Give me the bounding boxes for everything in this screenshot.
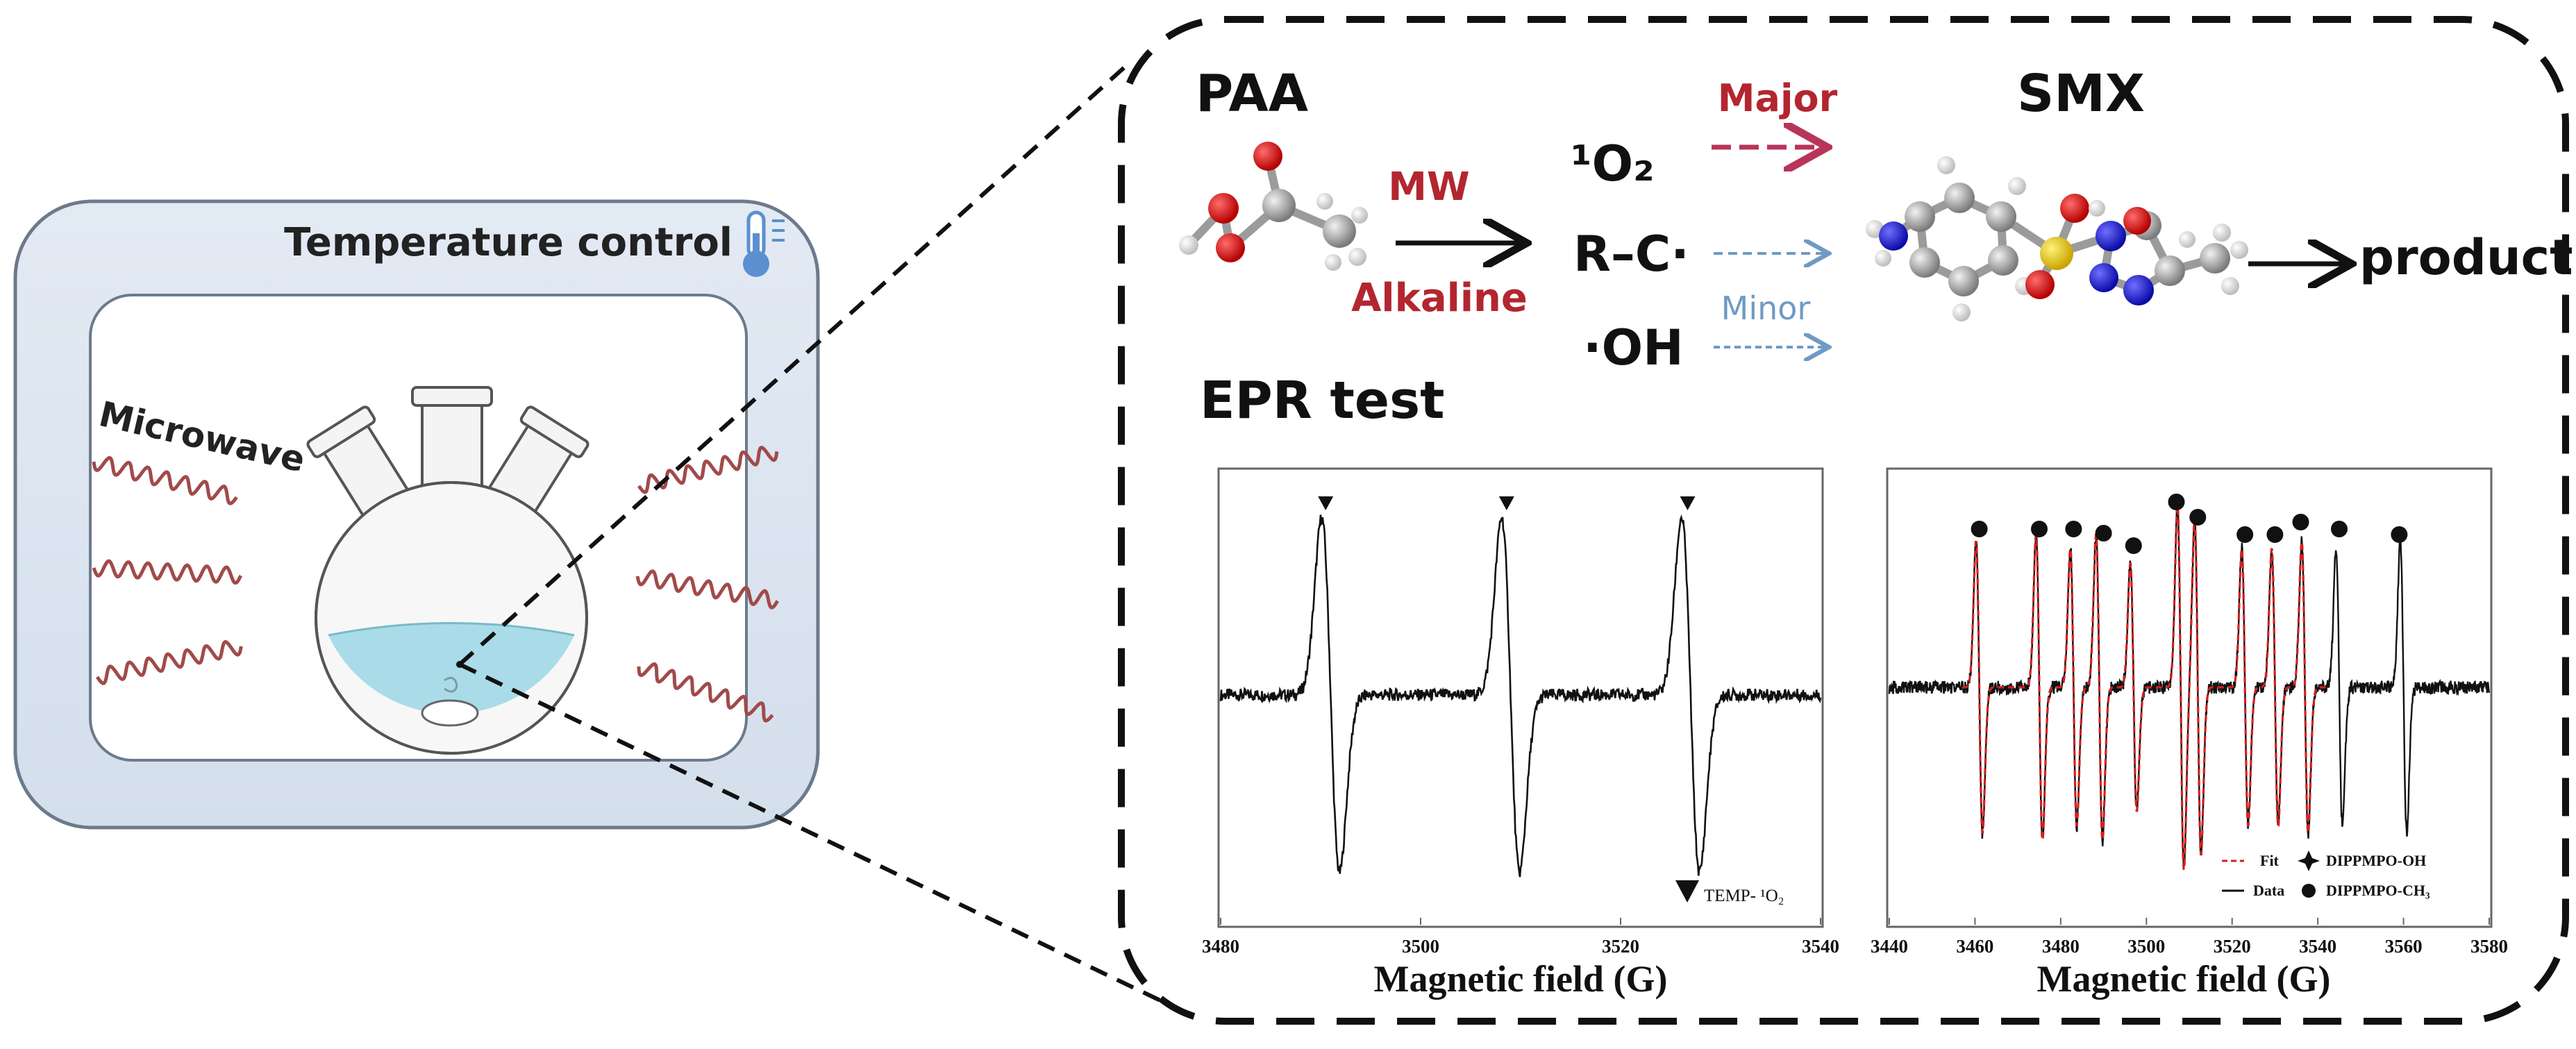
chart2-legend-circle-icon <box>2302 884 2316 898</box>
chart1-peak-markers <box>1318 496 1696 510</box>
paa-molecule <box>1179 142 1368 271</box>
microwave-reactor: Temperature control Microwave <box>13 199 820 830</box>
chart1-legend-triangle-icon <box>1675 880 1699 903</box>
x-tick-label: 3540 <box>1802 936 1839 957</box>
peak-marker-triangle <box>1680 496 1696 510</box>
chart2-legend-data: Data <box>2253 882 2284 899</box>
chart2-ticks: 3440 3460 3480 3500 3520 3540 3560 3580 <box>1871 918 2508 957</box>
major-label: Major <box>1718 76 1838 120</box>
species-carbon-radical: R–C· <box>1573 226 1689 283</box>
x-tick-label: 3460 <box>1956 936 1993 957</box>
chart2-legend: Fit DIPPMPO-OH Data DIPPMPO-CH₃ <box>2222 850 2430 899</box>
epr-chart-temp: 3480 3500 3520 3540 Magnetic field (G) TEMP… <box>1202 467 1839 1000</box>
x-tick-label: 3520 <box>2214 936 2251 957</box>
chart1-trace <box>1219 514 1822 878</box>
three-neck-flask <box>306 386 589 755</box>
x-tick-label: 3520 <box>1602 936 1639 957</box>
peak-marker-triangle <box>1318 496 1334 510</box>
microwave-wave <box>95 639 243 685</box>
species-singlet-oxygen: ¹O₂ <box>1571 135 1655 192</box>
x-tick-label: 3560 <box>2385 936 2423 957</box>
peak-marker-circle <box>2266 526 2284 543</box>
microwave-wave <box>92 559 242 585</box>
chart1-legend: TEMP- ¹O₂ <box>1675 880 1784 905</box>
microwave-wave <box>637 446 779 494</box>
peak-marker-circle <box>2125 537 2142 554</box>
peak-marker-triangle <box>1498 496 1514 510</box>
peak-marker-circle <box>2236 526 2254 543</box>
product-label: product <box>2359 229 2573 286</box>
peak-marker-circle <box>2331 521 2348 537</box>
chart1-ticks: 3480 3500 3520 3540 <box>1202 918 1839 957</box>
peak-marker-circle <box>2189 509 2207 526</box>
microwave-wave <box>635 569 779 610</box>
chart2-legend-oh: DIPPMPO-OH <box>2326 852 2426 869</box>
reactant-label: PAA <box>1196 64 1308 124</box>
peak-marker-circle <box>2168 494 2185 510</box>
target-label: SMX <box>2017 64 2145 124</box>
x-tick-label: 3500 <box>1402 936 1439 957</box>
condition-alkaline-label: Alkaline <box>1351 276 1528 321</box>
peak-marker-circle <box>2065 521 2082 537</box>
peak-marker-circle <box>2391 526 2408 543</box>
x-tick-label: 3440 <box>1871 936 1908 957</box>
x-tick-label: 3480 <box>2042 936 2080 957</box>
chart2-legend-fit: Fit <box>2260 852 2280 869</box>
epr-title: EPR test <box>1200 371 1445 430</box>
zoom-lines <box>458 62 1182 1012</box>
chart2-peak-markers <box>1971 494 2408 554</box>
peak-marker-circle <box>2292 514 2309 530</box>
chart2-trace-data <box>1888 499 2491 870</box>
microwave-waves-right <box>635 446 779 723</box>
epr-chart-dippmpo: 3440 3460 3480 3500 3520 3540 3560 3580 Magneti… <box>1871 467 2508 1000</box>
species-hydroxyl-radical: ·OH <box>1583 319 1684 376</box>
condition-mw-label: MW <box>1388 165 1470 210</box>
chart2-legend-star-icon <box>2298 850 2320 871</box>
peak-marker-circle <box>1971 521 1988 537</box>
x-tick-label: 3540 <box>2299 936 2336 957</box>
microwave-waves-left <box>92 455 243 685</box>
chart1-legend-label: TEMP- ¹O₂ <box>1704 887 1784 905</box>
chart2-legend-ch3: DIPPMPO-CH₃ <box>2326 882 2430 899</box>
minor-label: Minor <box>1721 289 1811 327</box>
chart2-trace-fit <box>1962 504 2327 870</box>
microwave-wave <box>637 662 774 723</box>
x-tick-label: 3500 <box>2127 936 2165 957</box>
x-tick-label: 3480 <box>1202 936 1239 957</box>
temperature-control-label: Temperature control <box>284 220 733 265</box>
chart1-xlabel: Magnetic field (G) <box>1374 958 1668 1000</box>
microwave-wave <box>92 455 238 505</box>
peak-marker-circle <box>2095 525 2112 542</box>
chart2-xlabel: Magnetic field (G) <box>2037 958 2331 1000</box>
x-tick-label: 3580 <box>2470 936 2508 957</box>
thermometer-icon <box>743 210 785 277</box>
peak-marker-circle <box>2031 521 2048 537</box>
smx-molecule <box>1866 156 2248 321</box>
